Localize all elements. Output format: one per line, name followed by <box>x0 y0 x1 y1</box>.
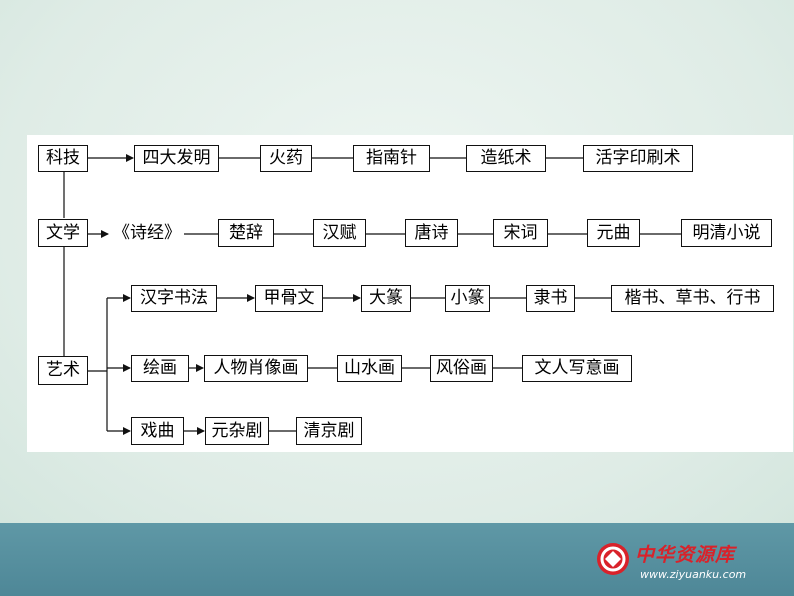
node-large-seal: 大篆 <box>361 285 411 312</box>
node-tang-poetry: 唐诗 <box>405 219 458 247</box>
category-science: 科技 <box>38 145 88 172</box>
node-genre-painting: 风俗画 <box>430 355 493 382</box>
node-peking-opera: 清京剧 <box>296 417 362 445</box>
connector-lines <box>63 154 681 435</box>
logo-text: 中华资源库 <box>635 544 736 566</box>
node-papermaking: 造纸术 <box>466 145 546 172</box>
node-compass: 指南针 <box>353 145 430 172</box>
node-oracle-bone: 甲骨文 <box>255 285 323 312</box>
node-ming-qing-novel: 明清小说 <box>681 219 772 247</box>
diagram-panel: 科技 四大发明 火药 指南针 造纸术 活字印刷术 文学 《诗经》 楚辞 汉赋 唐… <box>27 135 793 452</box>
node-landscape: 山水画 <box>337 355 402 382</box>
node-gunpowder: 火药 <box>260 145 312 172</box>
node-small-seal: 小篆 <box>445 285 490 312</box>
logo-url[interactable]: www.ziyuanku.com <box>640 568 747 581</box>
node-book-of-songs: 《诗经》 <box>110 219 184 247</box>
node-four-inventions: 四大发明 <box>134 145 219 172</box>
node-literati-painting: 文人写意画 <box>522 355 632 382</box>
node-painting: 绘画 <box>131 355 189 382</box>
logo-emblem-icon <box>597 543 629 575</box>
node-portrait: 人物肖像画 <box>204 355 308 382</box>
node-yuan-zaju: 元杂剧 <box>205 417 269 445</box>
node-clerical-script: 隶书 <box>526 285 575 312</box>
node-opera: 戏曲 <box>131 417 184 445</box>
category-art: 艺术 <box>38 356 88 385</box>
category-literature: 文学 <box>38 219 88 247</box>
node-han-fu: 汉赋 <box>313 219 366 247</box>
node-song-ci: 宋词 <box>493 219 548 247</box>
footer-band <box>0 523 794 596</box>
node-calligraphy: 汉字书法 <box>131 285 217 312</box>
node-yuan-qu: 元曲 <box>587 219 640 247</box>
node-regular-cursive-running: 楷书、草书、行书 <box>611 285 774 312</box>
node-movable-type: 活字印刷术 <box>583 145 693 172</box>
node-chu-ci: 楚辞 <box>218 219 274 247</box>
